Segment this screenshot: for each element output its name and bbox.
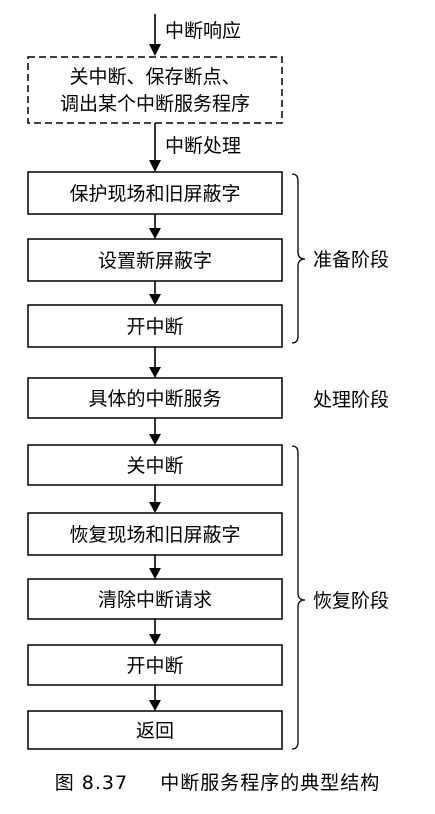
interrupt-response-label: 中断响应	[165, 20, 241, 42]
interrupt-handling-label: 中断处理	[165, 135, 241, 157]
step-label-enable-interrupt-1: 开中断	[126, 316, 183, 338]
step-label-restore-context: 恢复现场和旧屏蔽字	[69, 524, 240, 546]
arrowhead-entry	[149, 44, 161, 56]
phase-label-restore: 恢复阶段	[313, 590, 389, 612]
step-label-service: 具体的中断服务	[88, 388, 221, 410]
step-box-disable-interrupt	[27, 444, 283, 486]
dashed-box-line2: 调出某个中断服务程序	[60, 93, 250, 115]
phase-label-prepare: 准备阶段	[313, 249, 389, 271]
figure-title: 中断服务程序的典型结构	[160, 772, 381, 794]
phase-label-process: 处理阶段	[313, 389, 389, 411]
step-box-restore-context	[27, 512, 283, 556]
step-box-enable-interrupt-2	[27, 644, 283, 686]
step-label-enable-interrupt-2: 开中断	[126, 655, 183, 677]
dashed-box-line1: 关中断、保存断点、	[69, 66, 240, 88]
arrowhead-1	[149, 228, 161, 239]
step-box-save-context	[27, 171, 283, 215]
figure-number: 图 8.37	[54, 772, 129, 794]
step-label-save-context: 保护现场和旧屏蔽字	[69, 183, 240, 205]
step-box-clear-request	[27, 578, 283, 620]
arrowhead-7	[149, 634, 161, 645]
arrowhead-4	[149, 434, 161, 445]
step-label-set-mask: 设置新屏蔽字	[98, 250, 212, 272]
step-label-disable-interrupt: 关中断	[126, 455, 183, 477]
arrowhead-3	[149, 367, 161, 378]
step-box-service	[27, 377, 283, 419]
prepare-phase-brace	[291, 173, 306, 344]
restore-phase-brace	[291, 445, 306, 750]
arrowhead-6	[149, 568, 161, 579]
figure-caption: 图 8.37 中断服务程序的典型结构	[0, 768, 435, 795]
step-box-set-mask	[27, 238, 283, 282]
arrowhead-5	[149, 502, 161, 513]
arrowhead-handling	[149, 160, 161, 172]
step-label-return: 返回	[136, 720, 174, 742]
arrowhead-2	[149, 294, 161, 305]
step-box-return	[27, 710, 283, 750]
step-box-enable-interrupt-1	[27, 304, 283, 348]
flowchart: 中断响应 关中断、保存断点、 调出某个中断服务程序 中断处理 保护现场和旧屏蔽字…	[27, 14, 389, 750]
step-label-clear-request: 清除中断请求	[98, 589, 212, 611]
arrowhead-8	[149, 700, 161, 711]
